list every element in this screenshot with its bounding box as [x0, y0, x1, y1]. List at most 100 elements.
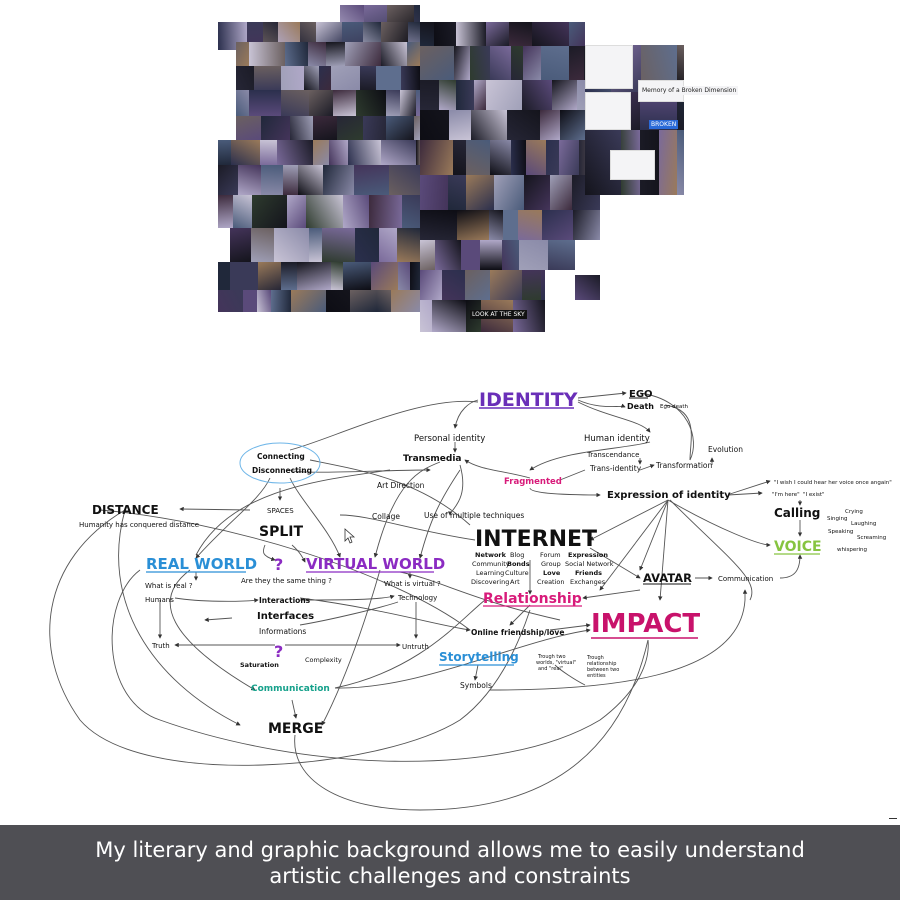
moodboard-tile — [677, 45, 684, 92]
moodboard-tile — [466, 175, 494, 210]
node-calling: Calling — [774, 506, 820, 520]
moodboard-tile — [258, 262, 281, 290]
moodboard-tile — [490, 140, 511, 175]
node-split: SPLIT — [259, 524, 303, 540]
internet-word-creation: Creation — [537, 578, 565, 586]
moodboard-tile — [381, 42, 407, 66]
node-transcendance: Transcendance — [586, 451, 639, 459]
moodboard-tile — [309, 90, 333, 116]
moodboard-tile — [308, 42, 326, 66]
moodboard-tile — [449, 110, 471, 140]
node-ego: EGO — [629, 389, 653, 400]
internet-word-social-network: Social Network — [565, 560, 614, 568]
moodboard-tile — [486, 80, 522, 110]
moodboard-tile — [434, 22, 456, 46]
moodboard-document-tile — [585, 45, 633, 89]
node-complexity: Complexity — [305, 656, 342, 664]
moodboard-tile — [442, 270, 465, 300]
moodboard-tile — [511, 46, 523, 80]
moodboard-tile — [507, 110, 540, 140]
internet-word-love: Love — [543, 569, 561, 577]
node-same-thing: Are they the same thing ? — [241, 577, 332, 585]
node-technology: Technology — [397, 594, 437, 602]
node-collage: Collage — [372, 512, 400, 521]
connecting-disconnecting-ellipse — [239, 442, 321, 484]
node-quote-voice: "I wish I could hear her voice once anga… — [774, 480, 892, 486]
moodboard-tile — [453, 140, 466, 175]
moodboard-tile — [518, 210, 542, 240]
moodboard-tile — [260, 140, 277, 165]
node-interfaces: Interfaces — [257, 611, 314, 622]
mind-map-links — [49, 391, 803, 811]
node-multiple-techniques: Use of multiple techniques — [424, 511, 524, 520]
moodboard-tile — [540, 110, 560, 140]
moodboard-tile — [290, 116, 313, 140]
node-expression-of-identity: Expression of identity — [607, 490, 731, 501]
moodboard-tile — [546, 140, 559, 175]
internet-word-forum: Forum — [540, 551, 561, 559]
moodboard-tile — [494, 175, 524, 210]
moodboard-tile — [456, 80, 474, 110]
moodboard-tile — [552, 80, 577, 110]
node-fragmented: Fragmented — [504, 477, 562, 487]
moodboard-tile — [573, 210, 600, 240]
node-laughing: Laughing — [851, 521, 876, 527]
moodboard-tile — [285, 42, 308, 66]
node-question-mark: ? — [274, 555, 283, 574]
moodboard-tile — [251, 228, 274, 262]
moodboard-tile — [577, 80, 585, 110]
node-communication: Communication — [251, 684, 330, 694]
internet-word-group: Group — [541, 560, 561, 568]
moodboard-tile — [261, 165, 283, 195]
node-informations: Informations — [259, 627, 306, 636]
moodboard-tile — [560, 110, 585, 140]
moodboard-tile — [416, 90, 420, 116]
moodboard-tile — [471, 110, 507, 140]
moodboard-tile — [490, 46, 511, 80]
moodboard-tile — [326, 290, 350, 312]
moodboard-tile — [391, 290, 420, 312]
moodboard-tile — [236, 90, 249, 116]
moodboard-tile — [304, 66, 319, 90]
node-art-direction: Art Direction — [377, 481, 425, 490]
moodboard-tile — [397, 228, 420, 262]
moodboard-tile — [218, 262, 230, 290]
moodboard-tile — [322, 228, 355, 262]
moodboard-tile — [249, 42, 285, 66]
moodboard-tile — [371, 262, 398, 290]
internet-word-expression: Expression — [568, 551, 608, 559]
moodboard-tile — [348, 140, 381, 165]
moodboard-tile — [281, 66, 304, 90]
moodboard-tile — [416, 140, 420, 165]
node-impact: IMPACT — [591, 609, 700, 639]
moodboard-tile — [326, 42, 345, 66]
internet-word-community: Community — [472, 560, 510, 568]
moodboard-tile — [281, 90, 309, 116]
internet-word-learning: Learning — [476, 569, 504, 577]
moodboard-tile — [410, 262, 420, 290]
moodboard-tile — [252, 195, 287, 228]
moodboard-tile — [677, 130, 684, 195]
moodboard-tile-text: BROKEN — [649, 120, 679, 129]
node-personal-identity: Personal identity — [414, 434, 485, 444]
node-real-world: REAL WORLD — [146, 555, 257, 573]
node-trough-worlds-1: Trough two — [537, 654, 566, 660]
node-untruth: Untruth — [402, 643, 429, 651]
moodboard-tile — [306, 195, 343, 228]
moodboard-tile — [271, 290, 291, 312]
moodboard-tile — [677, 92, 684, 130]
moodboard-tile — [420, 46, 454, 80]
moodboard-tile — [249, 90, 281, 116]
moodboard-tile — [218, 195, 233, 228]
moodboard-tile — [376, 66, 401, 90]
moodboard-tile — [486, 22, 509, 46]
moodboard-tile — [448, 175, 466, 210]
node-storytelling: Storytelling — [439, 650, 519, 664]
moodboard-tile — [243, 290, 257, 312]
node-whispering: whispering — [837, 547, 867, 553]
moodboard-tile — [420, 300, 432, 332]
moodboard-tile — [503, 210, 518, 240]
moodboard-tile — [474, 80, 486, 110]
moodboard-tile — [287, 195, 306, 228]
moodboard-tile — [542, 210, 573, 240]
